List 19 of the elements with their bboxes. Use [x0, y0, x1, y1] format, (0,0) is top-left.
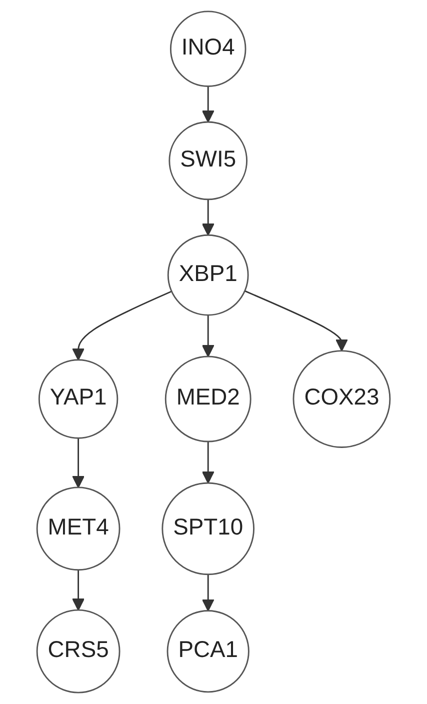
arrow [72, 290, 172, 360]
node-circle: PCA1 [166, 610, 250, 693]
node-circle: XBP1 [167, 234, 249, 316]
arrow [72, 438, 85, 488]
node-circle: MET4 [36, 486, 120, 571]
arrow [202, 199, 214, 236]
node-circle: INO4 [170, 10, 246, 87]
arrow [202, 86, 214, 123]
arrow [244, 290, 348, 352]
node-circle: YAP1 [38, 359, 118, 439]
arrow [202, 315, 214, 358]
node-circle: SWI5 [168, 121, 248, 200]
node-circle: MED2 [164, 356, 252, 442]
node-circle: CRS5 [36, 609, 120, 694]
arrow [202, 442, 214, 484]
arrow [72, 570, 85, 611]
node-circle: COX23 [292, 350, 391, 448]
arrow [202, 574, 214, 612]
node-circle: SPT10 [162, 482, 254, 576]
